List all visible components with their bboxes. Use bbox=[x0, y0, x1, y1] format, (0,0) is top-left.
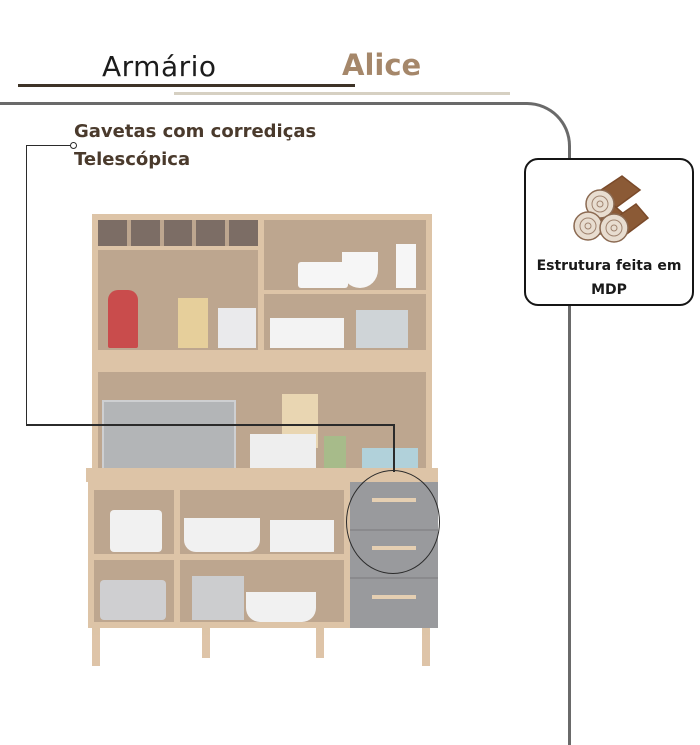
plates-pan bbox=[246, 592, 316, 622]
header-underline-light bbox=[174, 92, 510, 95]
glass-jars bbox=[250, 434, 316, 470]
drawer-callout-line2: Telescópica bbox=[74, 149, 191, 170]
plates bbox=[298, 262, 348, 288]
steel-pot bbox=[100, 580, 166, 620]
drawer-highlight-circle bbox=[346, 470, 440, 574]
bowl-stack bbox=[184, 518, 260, 552]
canister bbox=[218, 308, 256, 348]
cups bbox=[270, 520, 334, 552]
cabinet-image bbox=[86, 214, 438, 666]
feature-card-mdp: Estrutura feita em MDP bbox=[524, 158, 694, 306]
mixer bbox=[108, 290, 138, 348]
plant bbox=[324, 436, 346, 470]
drawer-handle-3 bbox=[372, 595, 416, 599]
jars bbox=[356, 310, 408, 348]
drawer-callout-text: Gavetas com corrediças Telescópica bbox=[74, 118, 316, 174]
product-type-title: Armário bbox=[102, 50, 217, 83]
feature-text-line2: MDP bbox=[591, 282, 627, 298]
bowls bbox=[342, 252, 378, 288]
callout-connector-horizontal bbox=[26, 424, 394, 426]
pot bbox=[110, 510, 162, 552]
tea-set bbox=[270, 318, 344, 348]
product-name-title: Alice bbox=[342, 48, 422, 82]
callout-anchor-dot bbox=[70, 142, 77, 149]
knife-block bbox=[178, 298, 208, 348]
decorative-frame-line bbox=[0, 102, 571, 745]
callout-connector-vertical bbox=[26, 145, 75, 426]
feature-text-line1: Estrutura feita em bbox=[536, 258, 682, 274]
drawer-callout-line1: Gavetas com corrediças bbox=[74, 121, 317, 142]
callout-connector-drop bbox=[393, 424, 395, 472]
stock-pot bbox=[192, 576, 244, 620]
feature-text: Estrutura feita em MDP bbox=[526, 254, 692, 302]
header-underline-dark bbox=[18, 84, 355, 87]
wood-logs-icon bbox=[573, 175, 650, 243]
microwave bbox=[102, 400, 236, 476]
utensil-holder bbox=[396, 244, 416, 288]
